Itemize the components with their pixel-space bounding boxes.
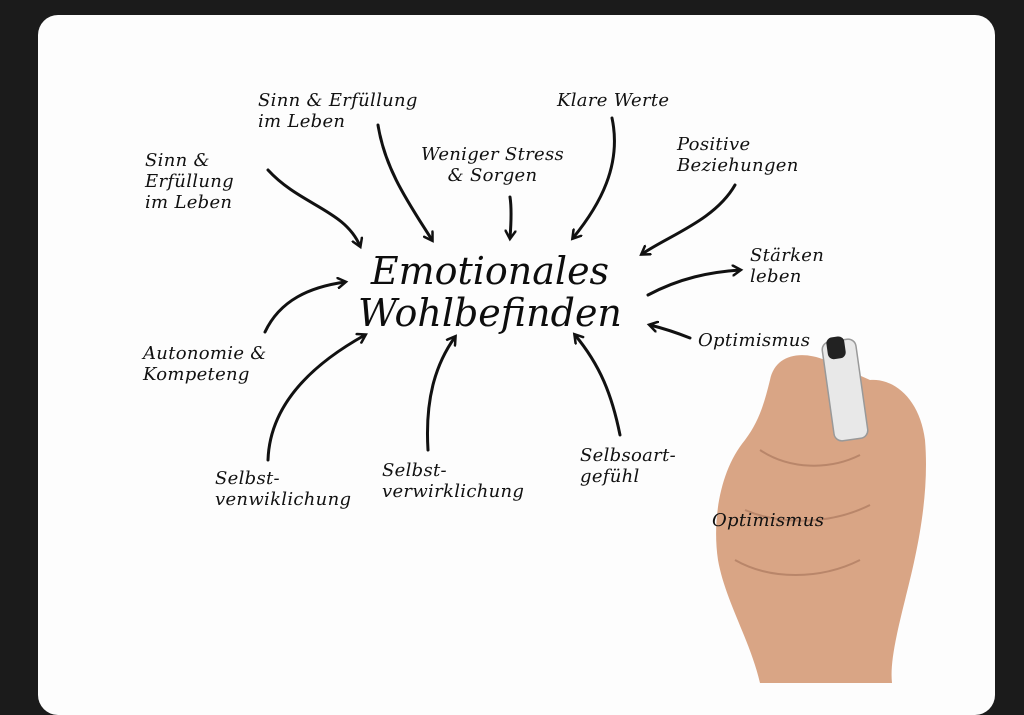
node-text: Selbst- — [215, 468, 280, 489]
arrow-klare-werte — [573, 116, 616, 238]
arrow-selbstwert — [575, 335, 622, 437]
node-text: im Leben — [145, 192, 233, 213]
node-text: Optimismus — [698, 330, 811, 351]
node-staerken: Stärken leben — [750, 245, 824, 287]
node-text: Positive — [677, 134, 751, 155]
node-text: leben — [750, 266, 802, 287]
node-text: Sinn & — [145, 150, 210, 171]
node-selbst-mid: Selbst- verwirklichung — [382, 460, 524, 502]
node-text: Selbst- — [382, 460, 447, 481]
node-text: Stärken — [750, 245, 825, 266]
node-optimismus-bottom: Optimismus — [712, 510, 824, 531]
node-text: gefühl — [580, 466, 640, 487]
node-text: im Leben — [258, 111, 346, 132]
arrow-weniger-stress — [510, 195, 511, 238]
node-text: Weniger Stress — [421, 144, 565, 165]
arrow-sinn-left — [266, 168, 360, 246]
node-selbstwert: Selbsoart- gefühl — [580, 445, 676, 487]
arrow-optimismus-right — [650, 325, 692, 340]
arrow-autonomie — [263, 282, 345, 334]
central-topic-line2: Wohlbefinden — [358, 291, 622, 335]
arrow-positive-beziehungen — [642, 183, 737, 254]
node-text: Selbsoart- — [580, 445, 676, 466]
node-sinn-left: Sinn & Erfüllung im Leben — [145, 150, 234, 213]
node-text: verwirklichung — [382, 481, 525, 502]
node-autonomie: Autonomie & Kompeteng — [143, 343, 267, 385]
node-weniger-stress: Weniger Stress & Sorgen — [421, 144, 564, 186]
arrow-selbst-mid — [426, 337, 455, 452]
central-topic-line1: Emotionales — [370, 249, 610, 293]
node-klare-werte: Klare Werte — [557, 90, 669, 111]
node-text: Sinn & Erfüllung — [258, 90, 418, 111]
node-text: Kompeteng — [143, 364, 250, 385]
arrow-sinn-top — [376, 123, 432, 240]
node-text: Klare Werte — [557, 90, 670, 111]
arrow-staerken — [646, 270, 740, 297]
arrows-layer — [263, 116, 926, 683]
node-text: Beziehungen — [677, 155, 799, 176]
node-selbst-left: Selbst- venwiklichung — [215, 468, 351, 510]
node-sinn-top: Sinn & Erfüllung im Leben — [258, 90, 418, 132]
node-text: Optimismus — [712, 510, 825, 531]
node-text: venwiklichung — [215, 489, 352, 510]
node-text: & Sorgen — [447, 165, 538, 186]
hand-with-marker — [716, 336, 926, 683]
central-topic: Emotionales Wohlbefinden — [358, 250, 622, 334]
arrow-selbst-left — [266, 335, 365, 462]
node-positive-beziehungen: Positive Beziehungen — [677, 134, 799, 176]
node-text: Erfüllung — [145, 171, 234, 192]
node-optimismus-right: Optimismus — [698, 330, 810, 351]
node-text: Autonomie & — [143, 343, 267, 364]
marker-tip — [826, 336, 846, 360]
